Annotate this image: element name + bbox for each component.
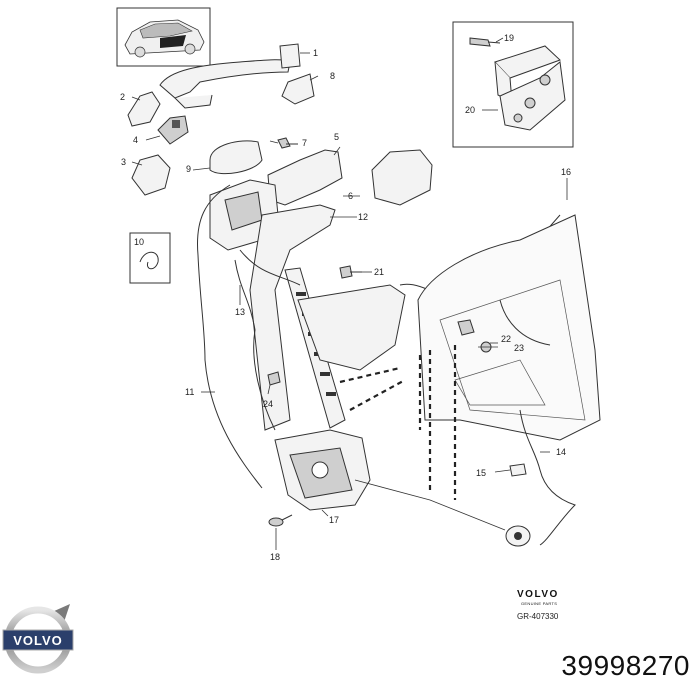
callout-18: 18 xyxy=(270,552,280,562)
brand-subtitle: GENUINE PARTS xyxy=(521,601,558,606)
callout-labels: 1 2 3 4 5 6 7 8 9 10 11 12 13 14 15 16 1… xyxy=(120,33,571,562)
cross-bracket xyxy=(297,284,406,371)
callout-24: 24 xyxy=(263,399,273,409)
part-9-gasket xyxy=(209,140,263,175)
callout-12: 12 xyxy=(358,212,368,222)
part-4-clip xyxy=(157,115,189,145)
car-inset xyxy=(116,7,211,67)
callout-8: 8 xyxy=(330,71,335,81)
brand-wordmark: VOLVO xyxy=(517,589,559,600)
callout-3: 3 xyxy=(121,157,126,167)
part-7-screw xyxy=(277,137,298,149)
cable-14 xyxy=(519,409,576,546)
callout-20: 20 xyxy=(465,105,475,115)
callout-21: 21 xyxy=(374,267,384,277)
callout-14: 14 xyxy=(556,447,566,457)
callout-7: 7 xyxy=(302,138,307,148)
inset-10 xyxy=(129,232,171,284)
inset-19-20 xyxy=(452,21,574,148)
callout-4: 4 xyxy=(133,135,138,145)
callout-5: 5 xyxy=(334,132,339,142)
door-handle xyxy=(159,43,301,109)
callout-10: 10 xyxy=(134,237,144,247)
slotted-rail xyxy=(284,267,346,429)
leader-lines xyxy=(131,52,568,550)
part-5-bracket xyxy=(267,149,343,206)
latch-assembly xyxy=(274,429,371,511)
cable-11 xyxy=(196,184,263,489)
part-24 xyxy=(267,371,281,386)
part-15 xyxy=(509,463,527,477)
part-number: 39998270 xyxy=(561,650,690,681)
callout-2: 2 xyxy=(120,92,125,102)
callout-11: 11 xyxy=(185,387,194,397)
part-21-screw xyxy=(339,265,362,279)
part-8-gasket xyxy=(281,73,315,105)
callout-16: 16 xyxy=(561,167,571,177)
callout-15: 15 xyxy=(476,468,486,478)
callout-19: 19 xyxy=(504,33,514,43)
callout-6: 6 xyxy=(348,191,353,201)
door-panel xyxy=(417,214,601,441)
callout-13: 13 xyxy=(235,307,245,317)
part-18-screw xyxy=(268,514,293,527)
svg-text:VOLVO: VOLVO xyxy=(13,633,63,648)
callout-22: 22 xyxy=(501,334,511,344)
callout-9: 9 xyxy=(186,164,191,174)
part-3-cylinder xyxy=(131,154,171,196)
callout-17: 17 xyxy=(329,515,339,525)
part-2-cap xyxy=(127,91,161,127)
volvo-logo: VOLVO xyxy=(2,604,74,674)
callout-23: 23 xyxy=(514,343,524,353)
cable-13 xyxy=(234,259,276,431)
part-22 xyxy=(457,319,475,336)
callout-1: 1 xyxy=(313,48,318,58)
diagram-reference: GR-407330 xyxy=(517,612,559,621)
part-6-cover xyxy=(371,149,433,206)
